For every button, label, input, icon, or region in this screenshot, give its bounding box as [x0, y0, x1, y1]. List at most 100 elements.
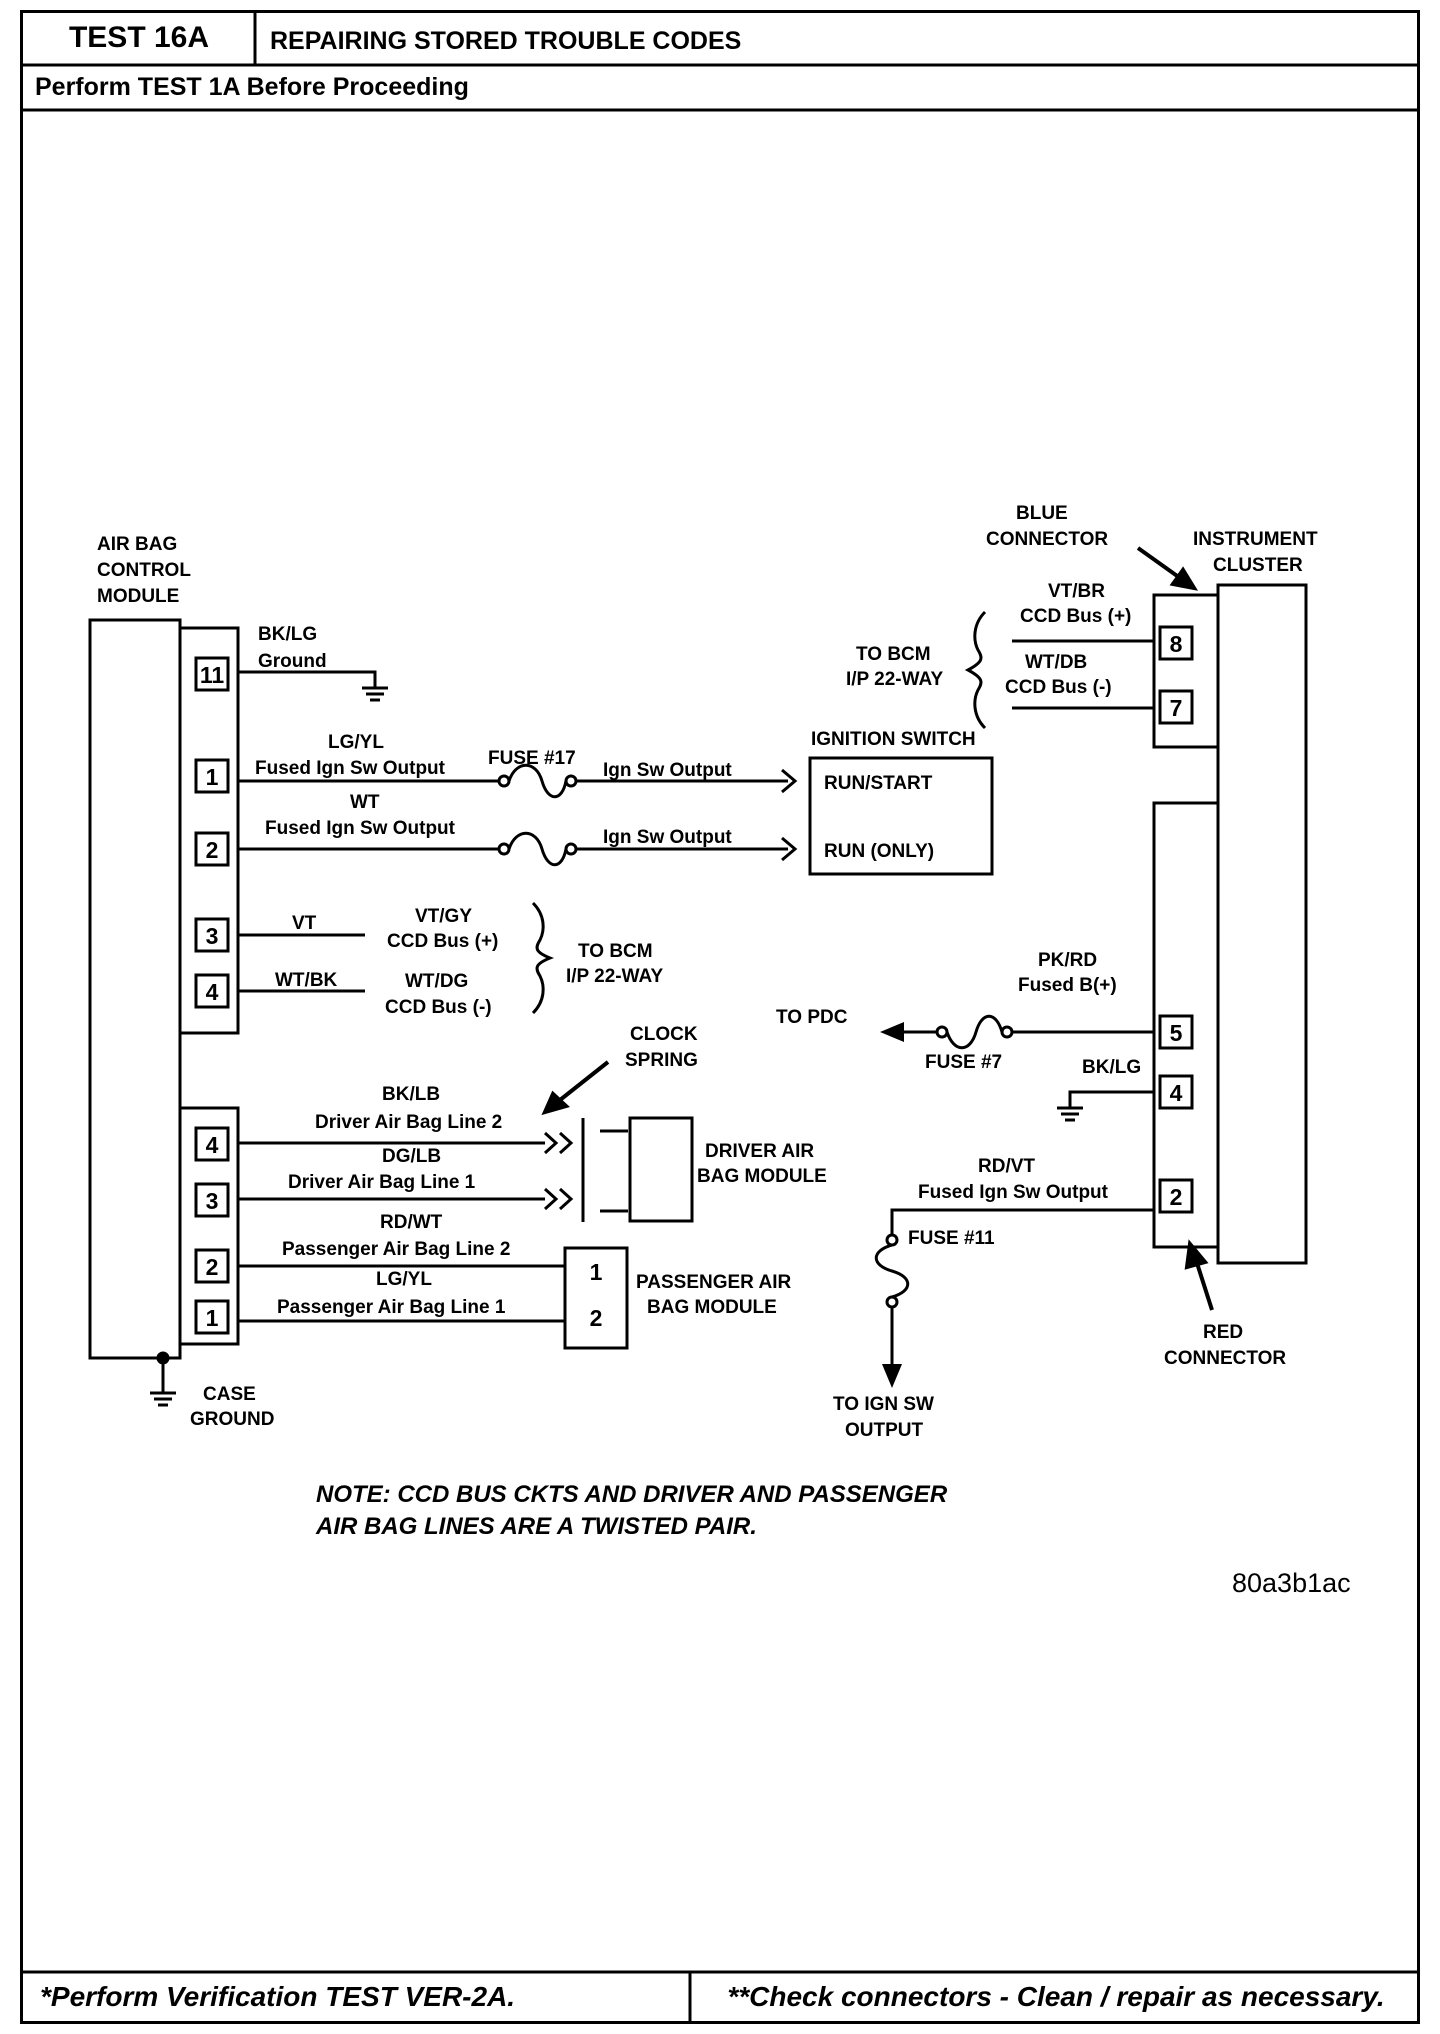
fuse-17-label: FUSE #17: [488, 748, 576, 769]
pin2-cluster-wire: [874, 1208, 1154, 1368]
ground-wire: [238, 670, 388, 702]
fuse-7-label: FUSE #7: [925, 1052, 1002, 1073]
passenger-pin-1: 1: [590, 1259, 603, 1285]
pin2-wire-color: WT: [350, 792, 380, 813]
case-ground-label-1: CASE: [203, 1384, 256, 1405]
pin2-wire: [238, 831, 798, 867]
pin1-wire-output: Ign Sw Output: [603, 760, 732, 781]
ignition-switch-title: IGNITION SWITCH: [811, 729, 976, 750]
abcm-pin-b3: 3: [206, 1188, 219, 1214]
connector-instruction: **Check connectors - Clean / repair as n…: [727, 1981, 1385, 2012]
cluster-pin-4: 4: [1170, 1080, 1183, 1106]
passenger-lines: [238, 1246, 629, 1350]
blue-connector-label-1: BLUE: [1016, 503, 1068, 524]
pin1-wire: [238, 763, 798, 799]
abcm-pin-4: 4: [206, 979, 219, 1005]
cluster-pin-8: 8: [1170, 631, 1183, 657]
ccd-right-wires: [964, 610, 1154, 730]
ccd-right-to-1: TO BCM: [856, 644, 931, 665]
abcm-pins-a: [194, 656, 230, 1009]
verification-instruction: *Perform Verification TEST VER-2A.: [40, 1981, 516, 2012]
ccd-right-pin8-color: VT/BR: [1048, 581, 1105, 602]
passenger-module-label-1: PASSENGER AIR: [636, 1272, 791, 1293]
pin2-cluster-to-1: TO IGN SW: [833, 1394, 934, 1415]
passenger-line1-color: LG/YL: [376, 1269, 432, 1290]
case-ground: [150, 1351, 176, 1407]
twisted-pair-note-2: AIR BAG LINES ARE A TWISTED PAIR.: [315, 1513, 757, 1540]
abcm-label-1: AIR BAG: [97, 534, 177, 555]
passenger-line2-desc: Passenger Air Bag Line 2: [282, 1239, 510, 1260]
pin2-cluster-to-2: OUTPUT: [845, 1420, 924, 1441]
pin5-wire: [900, 1014, 1154, 1050]
abcm-pin-3: 3: [206, 923, 219, 949]
ccd-left-to-2: I/P 22-WAY: [566, 966, 663, 987]
ccd-left-pin3-desc: CCD Bus (+): [387, 931, 498, 952]
ccd-right-pin7-color: WT/DB: [1025, 652, 1087, 673]
cluster-label-2: CLUSTER: [1213, 555, 1303, 576]
prerequisite-note: Perform TEST 1A Before Proceeding: [35, 73, 469, 101]
case-ground-label-2: GROUND: [190, 1409, 274, 1430]
abcm-pin-2: 2: [206, 837, 219, 863]
pin2-cluster-wire-desc: Fused Ign Sw Output: [918, 1182, 1109, 1203]
driver-line2-desc: Driver Air Bag Line 2: [315, 1112, 502, 1133]
ground-wire-desc: Ground: [258, 651, 327, 672]
pin4-wire-color: BK/LG: [1082, 1057, 1141, 1078]
ccd-left-pin3-color2: VT/GY: [415, 906, 472, 927]
abcm-pin-b1: 1: [206, 1305, 219, 1331]
frame-rules: [20, 10, 1420, 2024]
cluster-red-pins: [1158, 1014, 1194, 1214]
pin2-wire-desc: Fused Ign Sw Output: [265, 818, 456, 839]
red-connector-label-1: RED: [1203, 1322, 1243, 1343]
cluster-pin-7: 7: [1170, 695, 1183, 721]
ccd-right-pin7-desc: CCD Bus (-): [1005, 677, 1112, 698]
red-connector-pointer: [1184, 1239, 1214, 1311]
ccd-left-wires: [238, 901, 555, 1015]
ccd-left-pin4-color2: WT/DG: [405, 971, 468, 992]
blue-connector-pointer: [1136, 546, 1199, 591]
ignition-switch-pos1: RUN/START: [824, 773, 933, 794]
abcm-module: [88, 618, 240, 1360]
passenger-line2-color: RD/WT: [380, 1212, 443, 1233]
pin1-wire-desc: Fused Ign Sw Output: [255, 758, 446, 779]
clock-spring-pointer: [541, 1060, 610, 1116]
ccd-right-pin8-desc: CCD Bus (+): [1020, 606, 1131, 627]
cluster-pin-2: 2: [1170, 1184, 1183, 1210]
clock-spring-label-1: CLOCK: [630, 1024, 698, 1045]
abcm-pin-b2: 2: [206, 1254, 219, 1280]
red-connector-label-2: CONNECTOR: [1164, 1348, 1286, 1369]
pin2-cluster-wire-arrow: [882, 1364, 902, 1388]
blue-connector-label-2: CONNECTOR: [986, 529, 1108, 550]
ignition-switch-pos2: RUN (ONLY): [824, 841, 934, 862]
ground-wire-color: BK/LG: [258, 624, 317, 645]
driver-airbag-module-box: [628, 1116, 694, 1223]
clock-spring-label-2: SPRING: [625, 1050, 698, 1071]
abcm-label-3: MODULE: [97, 586, 179, 607]
cluster-label-1: INSTRUMENT: [1193, 529, 1318, 550]
test-title: REPAIRING STORED TROUBLE CODES: [270, 27, 742, 55]
pin1-wire-color: LG/YL: [328, 732, 384, 753]
cluster-pin-5: 5: [1170, 1020, 1183, 1046]
figure-reference: 80a3b1ac: [1232, 1568, 1351, 1598]
abcm-label-2: CONTROL: [97, 560, 191, 581]
driver-module-label-2: BAG MODULE: [697, 1166, 827, 1187]
instrument-cluster: [1152, 583, 1308, 1265]
passenger-module-label-2: BAG MODULE: [647, 1297, 777, 1318]
fuse-11-label: FUSE #11: [908, 1228, 995, 1249]
ccd-left-to-1: TO BCM: [578, 941, 653, 962]
driver-line1-color: DG/LB: [382, 1146, 441, 1167]
pin5-wire-desc: Fused B(+): [1018, 975, 1117, 996]
driver-line2-color: BK/LB: [382, 1084, 440, 1105]
passenger-pin-2: 2: [590, 1305, 603, 1331]
ccd-left-pin4-desc: CCD Bus (-): [385, 997, 492, 1018]
abcm-pin-1: 1: [206, 764, 219, 790]
pin4-ground: [1057, 1090, 1154, 1122]
page-frame: [20, 10, 1420, 2024]
ccd-right-to-2: I/P 22-WAY: [846, 669, 943, 690]
pin5-wire-color: PK/RD: [1038, 950, 1097, 971]
ignition-switch-box: [808, 756, 994, 876]
pin2-cluster-wire-color: RD/VT: [978, 1156, 1035, 1177]
test-id: TEST 16A: [68, 21, 210, 54]
passenger-line1-desc: Passenger Air Bag Line 1: [277, 1297, 506, 1318]
abcm-pin-b4: 4: [206, 1132, 219, 1158]
